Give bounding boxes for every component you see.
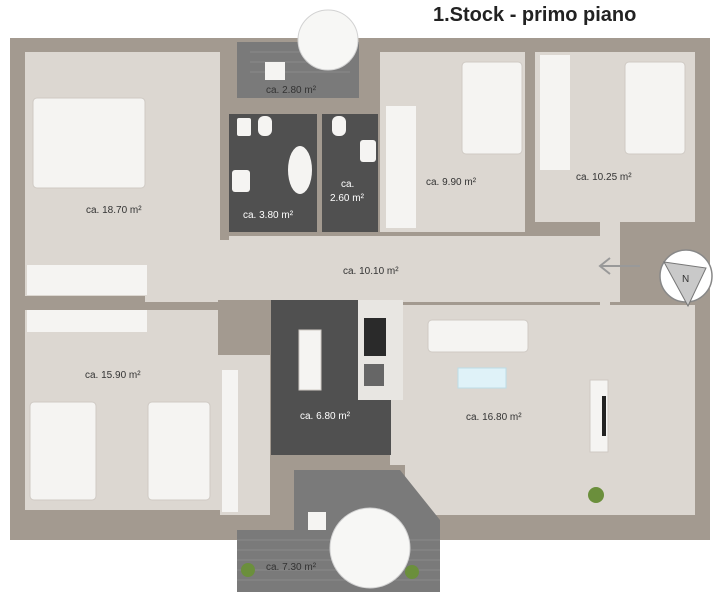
- bed-twin-left: [29, 401, 97, 501]
- coffee-table: [457, 367, 507, 389]
- entrance-arrow-icon: [598, 257, 640, 275]
- wardrobes: [27, 55, 570, 512]
- parasol-bottom: [329, 507, 411, 589]
- room-labels: ca. 2.80 m² ca. 18.70 m² ca. 3.80 m² ca.…: [85, 85, 632, 573]
- parasols: [297, 9, 411, 589]
- toilet-small: [332, 116, 346, 136]
- balcony-chair: [265, 62, 285, 80]
- sofa: [427, 319, 529, 353]
- hob: [364, 318, 386, 356]
- label-balcony-top: ca. 2.80 m²: [266, 85, 317, 96]
- terrace-chair: [308, 512, 326, 530]
- basin: [232, 170, 250, 192]
- sink: [364, 364, 384, 386]
- label-hallway: ca. 10.10 m²: [343, 266, 399, 277]
- label-terrace: ca. 7.30 m²: [266, 562, 317, 573]
- label-bath-small-2: 2.60 m²: [330, 193, 365, 204]
- furniture: [265, 62, 609, 530]
- interior-walls: [25, 52, 535, 355]
- label-bedroom-large: ca. 18.70 m²: [86, 205, 142, 216]
- plan-title: 1.Stock - primo piano: [433, 4, 637, 26]
- label-bedroom-right: ca. 10.25 m²: [576, 172, 632, 183]
- bathtub: [288, 146, 312, 194]
- label-bedroom-twin: ca. 15.90 m²: [85, 370, 141, 381]
- plants: [241, 487, 604, 579]
- label-kitchen: ca. 6.80 m²: [300, 411, 351, 422]
- bed-mid: [461, 61, 523, 155]
- bed-twin-right: [147, 401, 211, 501]
- label-living: ca. 16.80 m²: [466, 412, 522, 423]
- bed-right: [624, 61, 686, 155]
- parasol-top: [297, 9, 359, 71]
- compass-icon: N: [659, 249, 713, 308]
- bath-fixtures: [232, 116, 376, 194]
- dining-table: [298, 329, 322, 391]
- label-bath-small-1: ca.: [341, 179, 354, 190]
- shower-tray: [237, 118, 251, 136]
- toilet: [258, 116, 272, 136]
- label-bedroom-mid: ca. 9.90 m²: [426, 177, 477, 188]
- compass-letter: N: [682, 274, 689, 285]
- basin-small: [360, 140, 376, 162]
- label-bath-main: ca. 3.80 m²: [243, 210, 294, 221]
- beds: [29, 61, 686, 501]
- bed-large: [32, 97, 146, 189]
